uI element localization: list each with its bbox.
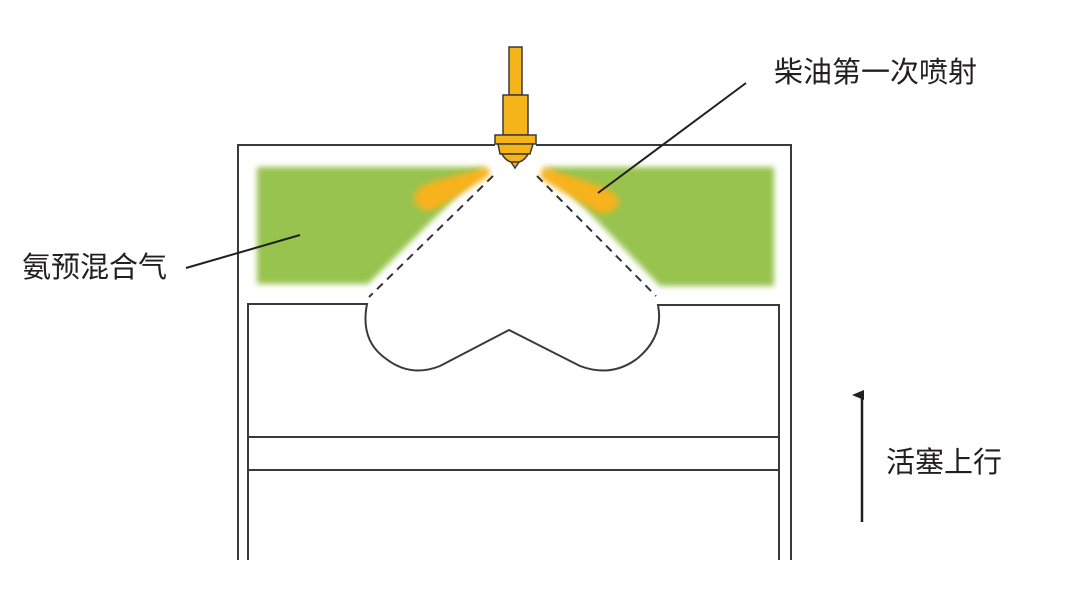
label-piston-up: 活塞上行 (886, 445, 1002, 479)
cylinder-head-right (536, 144, 792, 560)
label-ammonia-premix: 氨预混合气 (22, 250, 167, 284)
spray-cone-left (368, 175, 494, 298)
diesel-spray-left (414, 167, 490, 211)
diesel-spray-right (540, 167, 619, 214)
fuel-injector (494, 46, 537, 170)
leader-line-diesel (597, 82, 747, 194)
piston (247, 303, 780, 560)
leader-line-premix (185, 234, 301, 269)
label-diesel-injection: 柴油第一次喷射 (774, 55, 977, 89)
cylinder-head (237, 144, 495, 560)
spray-cone-right (536, 175, 657, 297)
